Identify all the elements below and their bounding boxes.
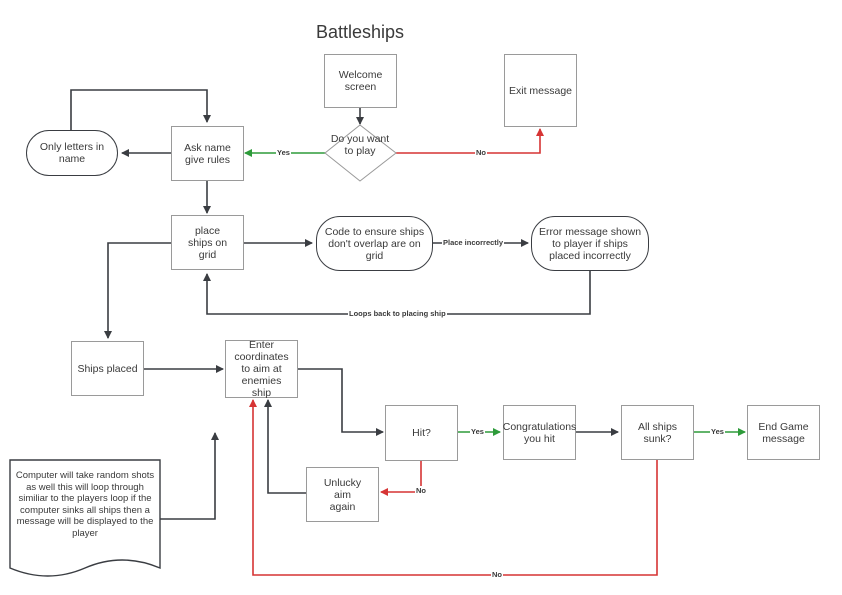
- diagram-title: Battleships: [315, 22, 405, 42]
- edge-unlucky-to-enter: [264, 399, 306, 494]
- edge-label-yes-sunk: Yes: [710, 427, 725, 436]
- computer-note-text: Computer will take random shots as well …: [15, 470, 155, 539]
- edge-place-to-placed: [104, 242, 171, 339]
- welcome-screen-node: Welcome screen: [324, 54, 397, 108]
- enter-coordinates-node: Enter coordinates to aim at enemies ship: [225, 339, 298, 399]
- edge-label-no-sunk: No: [491, 570, 503, 579]
- edge-label-yes-ask: Yes: [276, 148, 291, 157]
- hit-decision-node: Hit?: [385, 405, 458, 461]
- edge-error-to-place: [203, 270, 591, 315]
- place-ships-node: place ships on grid: [171, 215, 244, 270]
- exit-message-node: Exit message: [504, 54, 577, 127]
- ships-placed-node: Ships placed: [71, 341, 144, 396]
- end-game-node: End Game message: [747, 405, 820, 460]
- edge-label-place-incorrectly: Place incorrectly: [442, 238, 505, 247]
- congratulations-node: Congratulations you hit: [503, 405, 576, 460]
- edge-label-no-hit: No: [415, 486, 427, 495]
- edge-label-loops-back: Loops back to placing ship: [348, 309, 447, 318]
- edge-enter-to-hit: [297, 368, 384, 436]
- only-letters-node: Only letters in name: [26, 130, 118, 176]
- ask-name-node: Ask name give rules: [171, 126, 244, 181]
- edge-sunk-to-enter: [249, 399, 658, 576]
- edge-label-no-exit: No: [475, 148, 487, 157]
- computer-note-shape: [9, 459, 161, 577]
- edge-note-to-enter: [159, 432, 219, 520]
- edge-letters-to-ask: [70, 89, 211, 130]
- edge-decision-to-exit: [396, 128, 544, 154]
- all-ships-sunk-node: All ships sunk?: [621, 405, 694, 460]
- error-message-node: Error message shown to player if ships p…: [531, 216, 649, 271]
- want-to-play-decision: Do you want to play: [330, 133, 390, 157]
- edge-label-yes-hit: Yes: [470, 427, 485, 436]
- unlucky-aim-node: Unlucky aim again: [306, 467, 379, 522]
- code-ensure-node: Code to ensure ships don't overlap are o…: [316, 216, 433, 271]
- decision-diamond: [324, 124, 397, 182]
